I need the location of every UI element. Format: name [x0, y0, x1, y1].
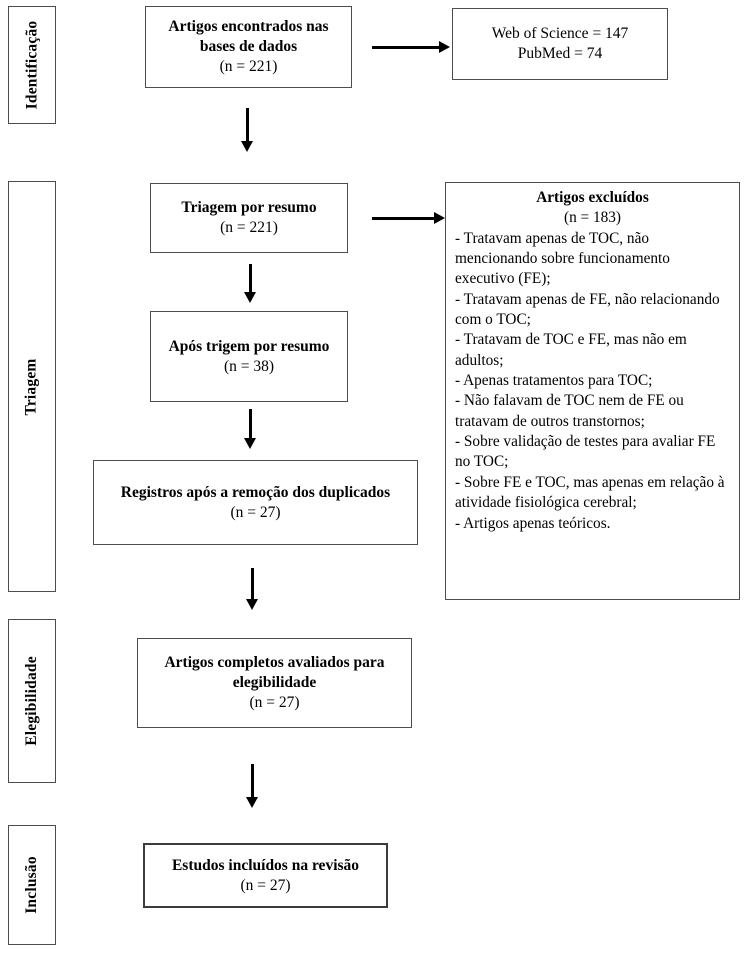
box-fontes-bases: Web of Science = 147 PubMed = 74 — [452, 8, 668, 80]
box-fontes-webofscience: Web of Science = 147 — [491, 25, 629, 43]
arrow-found-to-screening — [246, 108, 249, 141]
exclusion-reason: - Apenas tratamentos para TOC; — [455, 372, 653, 390]
arrow-dedup-to-eligibility — [251, 568, 254, 599]
box-apos-trigem-n: (n = 38) — [223, 357, 275, 375]
box-triagem-resumo-n: (n = 221) — [220, 219, 278, 236]
box-avaliados-elegibilidade-n: (n = 27) — [249, 693, 300, 711]
exclusion-reason: - Artigos apenas teóricos. — [455, 514, 611, 532]
exclusion-reason: - Sobre FE e TOC, mas apenas em relação … — [455, 473, 725, 512]
stage-inclusao-label: Inclusão — [23, 856, 40, 914]
box-artigos-excluidos-title: Artigos excluídos — [536, 189, 649, 206]
exclusion-reason: - Tratavam apenas de TOC, não mencionand… — [455, 229, 670, 288]
box-artigos-encontrados: Artigos encontrados nas bases de dados (… — [145, 6, 352, 88]
box-remocao-duplicados-title: Registros após a remoção dos duplicados — [120, 483, 391, 501]
box-artigos-excluidos-n: (n = 183) — [563, 209, 622, 227]
arrow-screening-to-after — [249, 264, 252, 292]
stage-triagem-label: Triagem — [23, 357, 41, 416]
box-apos-trigem-title: Após trigem por resumo — [168, 337, 330, 355]
box-triagem-resumo: Triagem por resumo (n = 221) — [150, 183, 348, 253]
box-fontes-pubmed: PubMed = 74 — [517, 45, 603, 62]
arrow-eligibility-to-included — [251, 764, 254, 797]
box-artigos-encontrados-title: Artigos encontrados nas bases de dados — [168, 18, 329, 56]
stage-inclusao: Inclusão — [8, 825, 56, 945]
exclusion-reason: - Não falavam de TOC nem de FE ou tratav… — [455, 392, 684, 430]
box-remocao-duplicados: Registros após a remoção dos duplicados … — [93, 460, 418, 545]
arrow-after-to-dedup — [249, 409, 252, 438]
box-estudos-incluidos-title: Estudos incluídos na revisão — [171, 856, 360, 874]
box-estudos-incluidos-n: (n = 27) — [240, 876, 291, 894]
stage-identificacao-label: Identificação — [23, 20, 41, 110]
exclusion-reason: - Sobre validação de testes para avaliar… — [455, 433, 716, 471]
arrow-screening-to-excluded — [372, 217, 434, 220]
box-triagem-resumo-title: Triagem por resumo — [181, 199, 317, 217]
stage-elegibilidade-label: Elegibilidade — [23, 656, 40, 746]
box-avaliados-elegibilidade: Artigos completos avaliados para elegibi… — [137, 638, 412, 728]
box-artigos-excluidos: Artigos excluídos (n = 183) - Tratavam a… — [445, 182, 740, 600]
box-apos-trigem: Após trigem por resumo (n = 38) — [150, 311, 348, 402]
stage-triagem: Triagem — [8, 181, 56, 592]
stage-identificacao: Identificação — [8, 6, 56, 124]
box-remocao-duplicados-n: (n = 27) — [230, 503, 281, 521]
box-artigos-encontrados-n: (n = 221) — [219, 57, 278, 75]
arrow-found-to-sources — [372, 46, 439, 49]
exclusion-reason: - Tratavam de TOC e FE, mas não em adult… — [455, 331, 687, 369]
stage-elegibilidade: Elegibilidade — [8, 619, 56, 783]
exclusion-reason: - Tratavam apenas de FE, não relacionand… — [455, 290, 720, 329]
box-estudos-incluidos: Estudos incluídos na revisão (n = 27) — [143, 843, 388, 908]
box-avaliados-elegibilidade-title: Artigos completos avaliados para elegibi… — [164, 654, 385, 692]
